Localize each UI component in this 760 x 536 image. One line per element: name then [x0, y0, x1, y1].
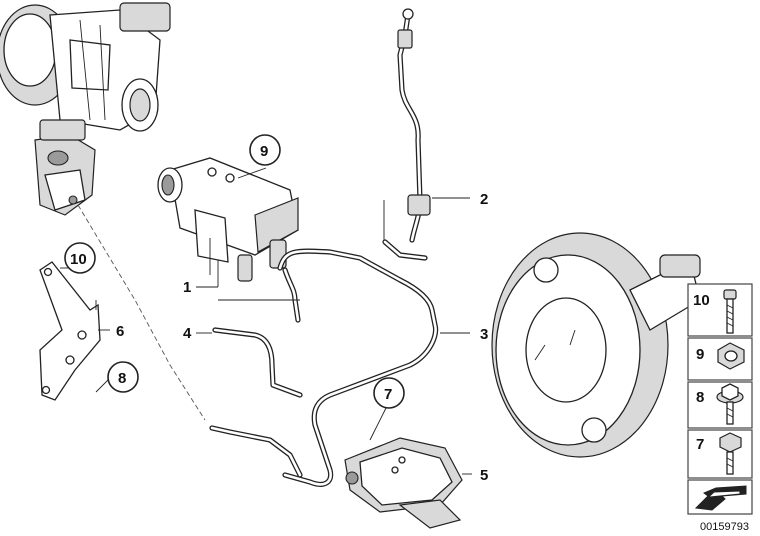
legend-label-8: 8 [696, 389, 704, 406]
vacuum-reservoir-cover [344, 437, 463, 529]
leader-lines [60, 167, 472, 475]
legend-label-9: 9 [696, 346, 704, 363]
callout-5: 5 [480, 467, 488, 484]
callout-4: 4 [183, 325, 192, 342]
callout-6: 6 [116, 323, 124, 340]
pressure-converter-valve [157, 157, 299, 282]
upper-vacuum-line [397, 8, 431, 243]
callout-circle-8 [107, 361, 139, 393]
hex-nut-icon [717, 342, 745, 370]
callout-1: 1 [183, 279, 191, 296]
flange-bolt-icon [716, 383, 744, 425]
callout-8: 8 [118, 370, 126, 387]
callout-10: 10 [70, 251, 87, 268]
legend-row-10 [687, 283, 753, 337]
turbocharger [0, 2, 171, 216]
callout-3: 3 [480, 326, 488, 343]
callout-circle-7 [373, 377, 405, 409]
mounting-bracket [39, 261, 101, 401]
callout-2: 2 [480, 191, 488, 208]
callout-7: 7 [384, 386, 392, 403]
document-number: 00159793 [700, 521, 749, 533]
legend-label-7: 7 [696, 436, 704, 453]
screw-icon [723, 289, 737, 334]
connection-line [77, 204, 206, 421]
hex-bolt-icon [719, 432, 742, 475]
callout-circle-10 [64, 242, 96, 274]
legend-row-8 [687, 381, 753, 429]
callout-9: 9 [260, 143, 268, 160]
legend-label-10: 10 [693, 292, 710, 309]
brake-booster [491, 232, 701, 458]
direction-arrow-icon [694, 485, 747, 511]
callout-circle-9 [249, 134, 281, 166]
fastener-legend-panel: 10 9 8 7 [687, 283, 753, 515]
